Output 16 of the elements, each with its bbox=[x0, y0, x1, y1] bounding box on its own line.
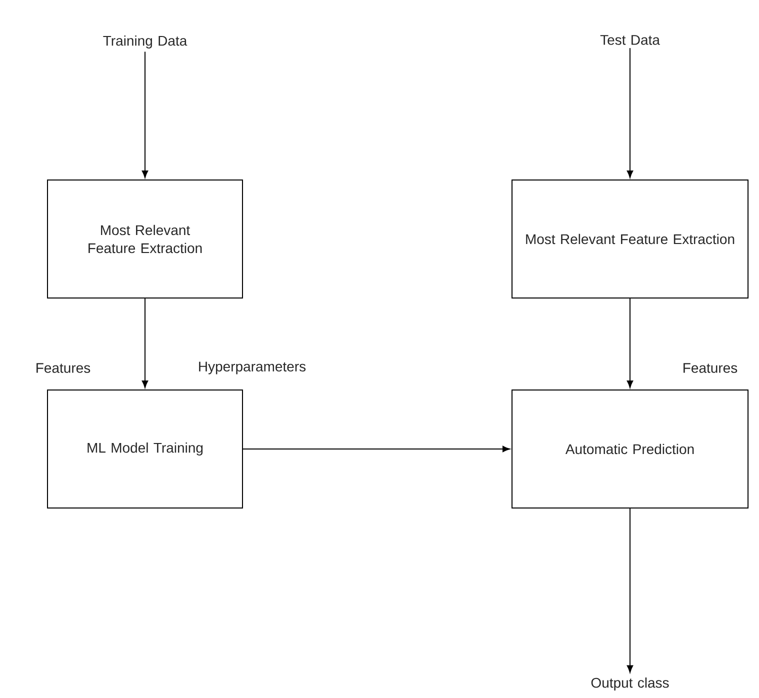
process-box: ML Model Training bbox=[47, 390, 243, 508]
process-box: Most Relevant Feature Extraction bbox=[47, 180, 243, 298]
edge-label: Features bbox=[684, 363, 738, 373]
process-box: Most Relevant Feature Extraction bbox=[512, 180, 749, 298]
data-label: Test Data bbox=[600, 35, 660, 45]
data-label: Training Data bbox=[103, 35, 188, 49]
arrow bbox=[626, 48, 634, 178]
arrow bbox=[142, 51, 148, 178]
edge-label: Features bbox=[36, 363, 90, 373]
data-label: Output class bbox=[591, 677, 669, 691]
parameter-label: Hyperparameters bbox=[199, 362, 306, 374]
arrow bbox=[142, 298, 148, 388]
arrow bbox=[626, 298, 634, 388]
arrow bbox=[242, 446, 510, 452]
arrow bbox=[626, 508, 634, 673]
process-box: Automatic Prediction bbox=[512, 390, 749, 508]
